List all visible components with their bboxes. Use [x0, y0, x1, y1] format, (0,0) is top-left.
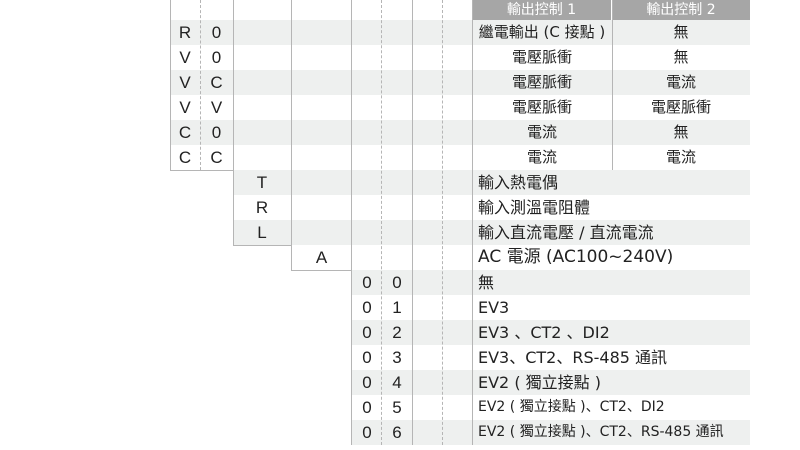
column-line: [442, 0, 443, 445]
code-output1: C: [178, 123, 192, 142]
code-option2: 2: [392, 323, 402, 342]
code-input: R: [255, 198, 269, 217]
code-power: A: [315, 248, 328, 267]
row-stripe: [351, 420, 750, 445]
code-option1: 0: [362, 323, 372, 342]
column-line: [351, 0, 352, 445]
column-line: [233, 0, 234, 245]
header-output-control-1: 輸出控制 1: [472, 0, 611, 20]
output2-value: 電壓脈衝: [650, 98, 711, 116]
output1-value: 電流: [526, 148, 557, 166]
column-line: [291, 0, 292, 270]
code-output2: 0: [211, 48, 222, 67]
row-stripe: [233, 220, 750, 245]
power-description: AC 電源 (AC100~240V): [478, 247, 674, 267]
code-option1: 0: [362, 423, 372, 442]
code-output2: C: [210, 73, 223, 92]
column-line: [472, 0, 473, 445]
output2-value: 無: [673, 23, 689, 41]
row-stripe: [351, 320, 750, 345]
code-option1: 0: [362, 298, 372, 317]
row-stripe: [233, 170, 750, 195]
input-description: 輸入直流電壓 / 直流電流: [478, 223, 654, 242]
row-stripe: [351, 370, 750, 395]
row-stripe: [170, 20, 750, 45]
code-output2: V: [210, 98, 223, 117]
column-line: [200, 0, 201, 170]
group-line: [170, 170, 233, 171]
code-output2: 0: [211, 123, 222, 142]
header-output-control-2: 輸出控制 2: [612, 0, 750, 20]
code-option1: 0: [362, 373, 372, 392]
option-description: EV3: [478, 298, 510, 317]
option-description: 無: [478, 273, 495, 292]
column-line: [412, 0, 413, 445]
column-line: [612, 0, 613, 170]
option-description: EV3 、CT2 、DI2: [478, 323, 610, 342]
output1-value: 電壓脈衝: [511, 98, 572, 116]
code-output1: C: [178, 148, 192, 167]
input-description: 輸入測溫電阻體: [478, 198, 591, 217]
option-description: EV2 ( 獨立接點 )、CT2、RS-485 通訊: [478, 424, 724, 440]
code-option1: 0: [362, 398, 372, 417]
code-output1: R: [178, 23, 192, 42]
option-description: EV2 ( 獨立接點 )、CT2、DI2: [478, 399, 665, 415]
code-input: L: [257, 223, 267, 242]
output2-value: 電流: [665, 148, 696, 166]
column-line: [381, 0, 382, 445]
code-option1: 0: [362, 273, 372, 292]
code-output1: V: [179, 98, 191, 117]
input-description: 輸入熱電偶: [478, 173, 559, 192]
group-line: [233, 245, 291, 246]
code-output1: V: [179, 48, 191, 67]
code-output2: 0: [211, 23, 222, 42]
row-stripe: [170, 120, 750, 145]
code-input: T: [256, 173, 268, 192]
option-description: EV2 ( 獨立接點 ): [478, 373, 601, 392]
code-output1: V: [179, 73, 191, 92]
output1-value: 電流: [526, 123, 557, 141]
output1-value: 電壓脈衝: [511, 48, 572, 66]
code-option2: 6: [392, 423, 402, 442]
code-option2: 1: [392, 298, 402, 317]
output2-value: 無: [673, 48, 689, 66]
column-line: [170, 0, 171, 170]
code-option2: 4: [392, 373, 402, 392]
code-output2: C: [210, 148, 223, 167]
output2-value: 無: [673, 123, 689, 141]
output2-value: 電流: [665, 73, 696, 91]
code-option2: 0: [392, 273, 402, 292]
output1-value: 繼電輸出 (C 接點 ): [478, 23, 606, 41]
row-stripe: [170, 70, 750, 95]
group-line: [291, 270, 352, 271]
code-option1: 0: [362, 348, 372, 367]
output1-value: 電壓脈衝: [511, 73, 572, 91]
code-option2: 5: [392, 398, 402, 417]
row-stripe: [351, 270, 750, 295]
option-description: EV3、CT2、RS-485 通訊: [478, 348, 668, 367]
code-option2: 3: [392, 348, 402, 367]
